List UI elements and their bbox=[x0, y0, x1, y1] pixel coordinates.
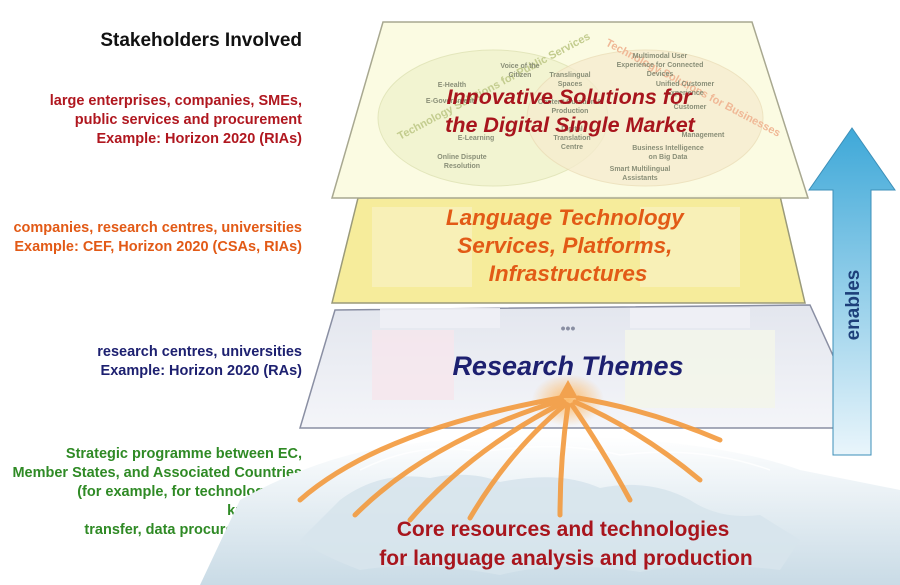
solution-item: Management bbox=[682, 132, 725, 139]
core-resources-line: Core resources and technologies bbox=[397, 518, 730, 541]
solution-item: Translation bbox=[553, 135, 590, 142]
research-panel bbox=[630, 308, 750, 328]
solution-item: Voice of the bbox=[500, 63, 539, 70]
core-resources-title: Core resources and technologies for lang… bbox=[379, 518, 752, 570]
solution-item: Content Curation & bbox=[538, 99, 602, 106]
solution-item: Multimodal User bbox=[633, 53, 688, 60]
enables-label: enables bbox=[843, 270, 864, 341]
services-panel bbox=[372, 207, 472, 287]
stakeholder-level-3: research centres, universities Example: … bbox=[97, 343, 302, 381]
solution-item: E-Learning bbox=[458, 135, 495, 142]
services-title-line: Infrastructures bbox=[489, 261, 648, 286]
stakeholder-line: Example: CEF, Horizon 2020 (CSAs, RIAs) bbox=[14, 239, 302, 255]
solution-item: Digital bbox=[561, 126, 582, 133]
solution-item: Experience bbox=[666, 90, 703, 97]
solution-item: E-Health bbox=[438, 82, 466, 89]
stakeholder-line: public services and procurement bbox=[74, 112, 302, 128]
solution-item: Business Intelligence bbox=[632, 145, 704, 152]
core-resources-line: for language analysis and production bbox=[379, 547, 752, 570]
research-panel bbox=[625, 330, 775, 408]
stakeholder-level-2: companies, research centres, universitie… bbox=[13, 219, 302, 257]
solution-item: Translingual bbox=[549, 72, 590, 79]
stakeholder-line: Example: Horizon 2020 (RIAs) bbox=[96, 131, 302, 147]
services-layer: Language Technology Services, Platforms,… bbox=[331, 195, 806, 304]
services-title-line: Services, Platforms, bbox=[457, 233, 672, 258]
solution-item: Smart Multilingual bbox=[610, 166, 671, 173]
research-panel bbox=[380, 308, 500, 328]
enables-arrow: enables bbox=[808, 127, 896, 456]
solution-item: on Big Data bbox=[649, 154, 688, 161]
solution-item: Spaces bbox=[558, 81, 583, 88]
solution-item: Devices bbox=[647, 71, 674, 78]
stakeholder-level-1: large enterprises, companies, SMEs, publ… bbox=[50, 92, 302, 149]
solution-item: Citizen bbox=[509, 72, 532, 79]
research-layer: ••• Research Themes bbox=[298, 304, 868, 429]
solution-item: Centre bbox=[561, 144, 583, 151]
solution-item: Online Dispute bbox=[437, 154, 487, 161]
services-panel bbox=[640, 207, 740, 287]
burst-arrows bbox=[297, 374, 723, 523]
solution-item: Resolution bbox=[444, 163, 480, 170]
services-title-line: Language Technology bbox=[446, 205, 685, 230]
stakeholder-line: large enterprises, companies, SMEs, bbox=[49, 93, 302, 109]
stakeholders-heading: Stakeholders Involved bbox=[100, 30, 302, 51]
solution-item: Experience for Connected bbox=[617, 62, 704, 69]
solution-item: Unified Customer bbox=[656, 81, 715, 88]
business-circle bbox=[526, 49, 764, 187]
solutions-title-line: the Digital Single Market bbox=[445, 113, 696, 137]
solutions-title: Innovative Solutions for the Digital Sin… bbox=[445, 85, 697, 137]
more-dots: ••• bbox=[561, 320, 576, 336]
research-panel bbox=[372, 330, 454, 400]
solutions-layer: Technology Solutions for Public Services… bbox=[331, 21, 810, 199]
burst-arrow bbox=[297, 395, 563, 503]
solutions-title-line: Innovative Solutions for bbox=[447, 85, 694, 109]
solution-item: Production bbox=[552, 108, 589, 115]
solution-item: Customer bbox=[674, 104, 707, 111]
solution-item: E-Government bbox=[426, 98, 475, 105]
stakeholder-line: research centres, universities bbox=[97, 344, 302, 360]
solution-item: Assistants bbox=[622, 175, 658, 182]
stakeholder-line: Example: Horizon 2020 (RAs) bbox=[100, 363, 302, 379]
stakeholder-line: Strategic programme between EC, bbox=[65, 446, 302, 462]
stakeholder-line: companies, research centres, universitie… bbox=[13, 220, 302, 236]
services-title: Language Technology Services, Platforms,… bbox=[446, 205, 690, 286]
stakeholder-line: Member States, and Associated Countries bbox=[12, 465, 302, 481]
